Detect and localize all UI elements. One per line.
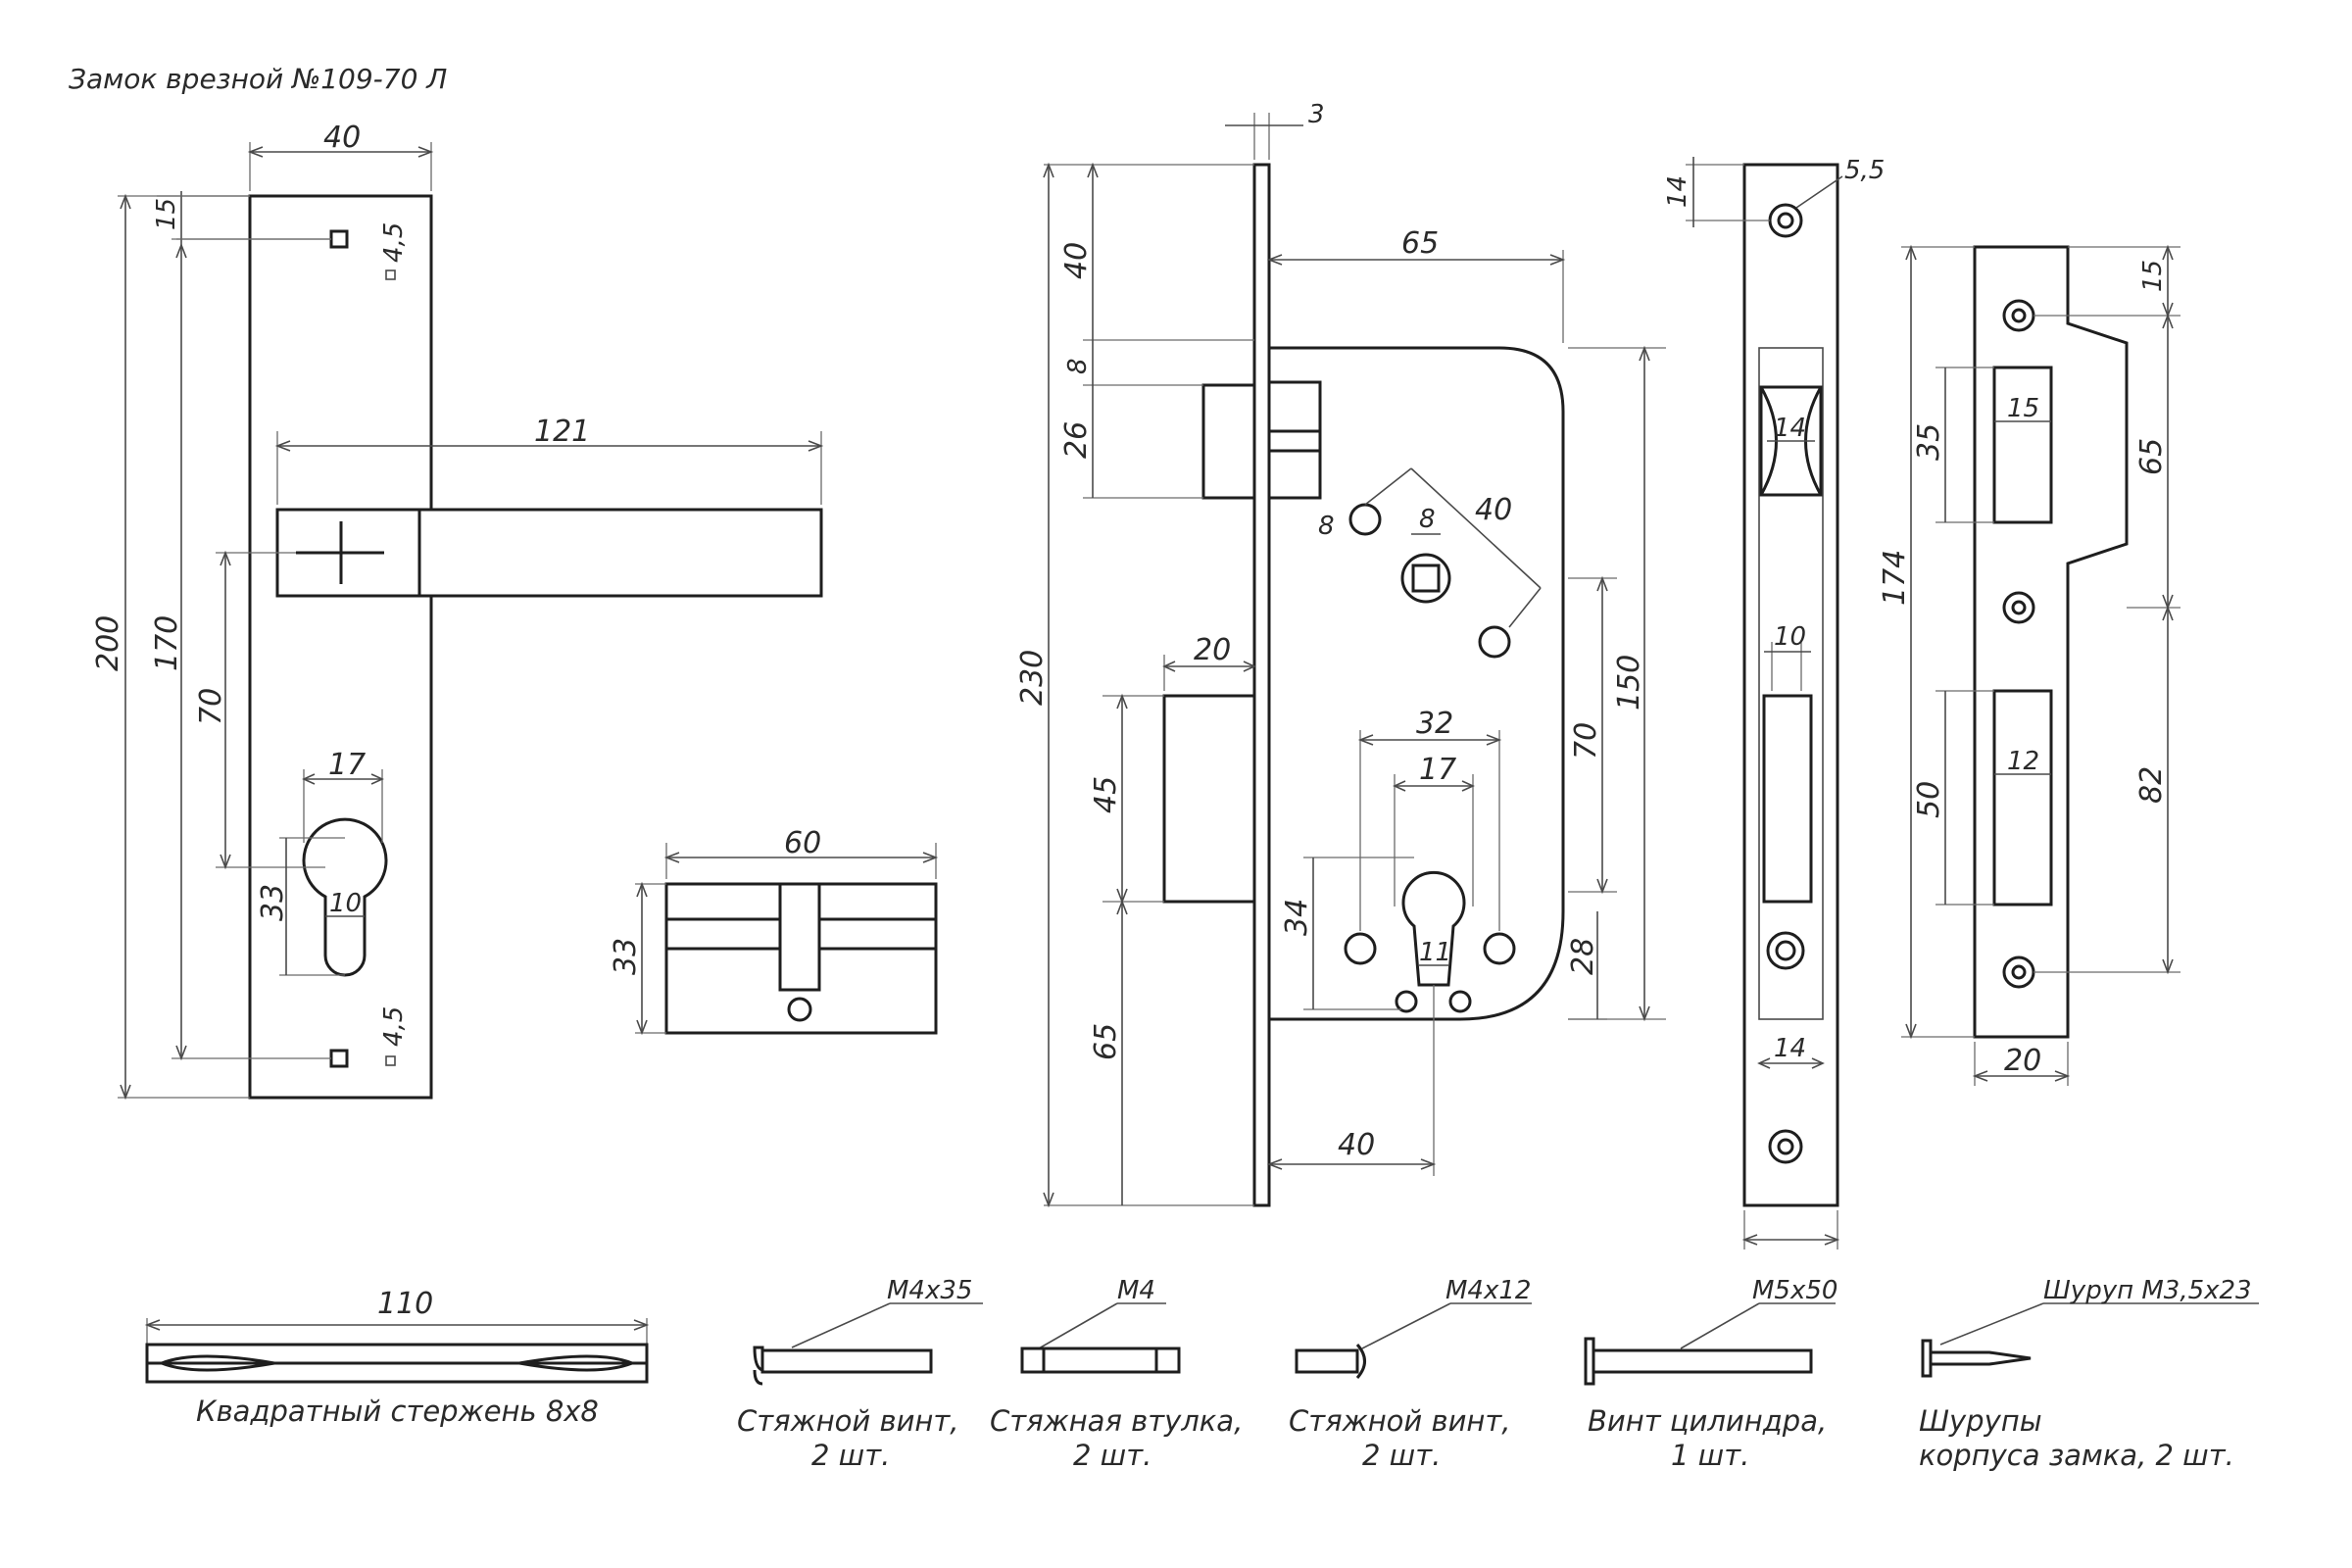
cylinder-bottom-label: 28 — [1566, 938, 1600, 975]
strike-plate — [1973, 245, 2129, 1039]
cylinder-length-label: 60 — [784, 826, 821, 860]
handle-plate-dims: 40 15 4,5 200 170 121 70 — [91, 121, 824, 1101]
faceplate-dims: 14 5,5 14 10 14 — [1663, 156, 1885, 1250]
faceplate-inner-width-label: 14 — [1774, 1034, 1806, 1063]
latch-gap-label: 8 — [1063, 358, 1093, 374]
handle-plate — [248, 194, 823, 1100]
strike-upper-slot-width-label: 15 — [2007, 394, 2039, 423]
accessory-screw-m5x50: М5х50 Винт цилиндра, 1 шт. — [1584, 1276, 1838, 1472]
backset-70-label: 70 — [1569, 722, 1603, 760]
m5x50-size-label: М5х50 — [1752, 1276, 1838, 1305]
keyhole-slot-label: 10 — [329, 889, 362, 918]
m4x12-size-label: М4х12 — [1446, 1276, 1531, 1305]
deadbolt-throw-label: 20 — [1194, 633, 1231, 667]
backset-distance-label: 70 — [194, 688, 228, 725]
square-rod: 110 Квадратный стержень 8х8 — [144, 1287, 650, 1428]
accessory-screw-m4x35: М4х35 Стяжной винт, 2 шт. — [737, 1276, 983, 1472]
m4-size-label: М4 — [1117, 1276, 1155, 1305]
cylinder-backset-label: 40 — [1338, 1128, 1375, 1162]
wood-screw-caption-2: корпуса замка, 2 шт. — [1919, 1439, 2234, 1472]
cylinder-hole-height-label: 34 — [1280, 899, 1314, 936]
deadbolt-height-label: 45 — [1089, 776, 1123, 813]
deadbolt-bottom-offset-label: 65 — [1089, 1023, 1123, 1060]
cylinder-screw-span-label: 32 — [1416, 707, 1453, 741]
cylinder — [664, 882, 938, 1035]
faceplate-thickness-label: 3 — [1308, 100, 1325, 129]
strike-plate-dims: 174 35 15 50 12 15 65 82 20 — [1878, 244, 2180, 1086]
m4x35-size-label: М4х35 — [887, 1276, 972, 1305]
keyhole-width-label: 17 — [328, 748, 366, 782]
accessory-sleeve-m4: М4 Стяжная втулка, 2 шт. — [990, 1276, 1243, 1472]
faceplate-deadbolt-width-label: 10 — [1774, 622, 1806, 652]
strike-lower-slot-width-label: 12 — [2007, 747, 2039, 776]
strike-width-label: 20 — [2004, 1044, 2041, 1078]
keyhole-height-label: 33 — [256, 884, 290, 921]
cylinder-height-label: 33 — [609, 938, 643, 975]
handle-width-label: 40 — [323, 121, 361, 155]
wood-screw-size-label: Шуруп М3,5х23 — [2043, 1276, 2252, 1305]
m4-caption-2: 2 шт. — [1073, 1439, 1152, 1472]
faceplate-screw-offset-label: 14 — [1663, 175, 1692, 208]
strike-height-label: 174 — [1878, 550, 1912, 606]
latch-height-label: 26 — [1059, 421, 1094, 459]
accessory-screw-m4x12: М4х12 Стяжной винт, 2 шт. — [1289, 1276, 1532, 1472]
lever-length-label: 121 — [534, 415, 590, 449]
strike-lower-screw-span-label: 82 — [2134, 766, 2169, 804]
upper-hole-label: 8 — [1318, 512, 1335, 541]
strike-upper-screw-span-label: 65 — [2134, 438, 2169, 475]
faceplate-screw-size-label: 5,5 — [1844, 156, 1885, 185]
lock-body-dims: 3 40 8 26 65 8 8 40 230 20 — [1015, 100, 1666, 1208]
cylinder-slot-label: 11 — [1419, 938, 1451, 967]
drawing-title: Замок врезной №109-70 Л — [69, 63, 447, 95]
cylinder-hole-width-label: 17 — [1419, 753, 1456, 787]
m4x35-caption-2: 2 шт. — [811, 1439, 890, 1472]
faceplate — [1742, 163, 1839, 1207]
spindle-size-label: 8 — [1419, 505, 1436, 534]
rod-length-label: 110 — [377, 1287, 433, 1321]
spindle-hole-span-label: 40 — [1475, 493, 1512, 527]
m4x12-caption-1: Стяжной винт, — [1289, 1404, 1511, 1438]
m5x50-caption-1: Винт цилиндра, — [1588, 1404, 1827, 1438]
handle-screw-size-bottom-label: 4,5 — [379, 1006, 409, 1047]
faceplate-latch-width-label: 14 — [1774, 414, 1806, 443]
cylinder-dims: 60 33 — [609, 826, 939, 1036]
wood-screw-caption-1: Шурупы — [1919, 1404, 2042, 1438]
handle-screw-size-top-label: 4,5 — [379, 222, 409, 263]
case-height-label: 150 — [1612, 655, 1646, 710]
rod-caption: Квадратный стержень 8х8 — [196, 1395, 599, 1428]
m5x50-caption-2: 1 шт. — [1671, 1439, 1749, 1472]
strike-top-screw-offset-label: 15 — [2138, 260, 2168, 292]
accessory-wood-screw: Шуруп М3,5х23 Шурупы корпуса замка, 2 шт… — [1919, 1276, 2259, 1472]
m4x12-caption-2: 2 шт. — [1362, 1439, 1441, 1472]
strike-lower-slot-height-label: 50 — [1912, 781, 1946, 818]
handle-screw-offset-label: 15 — [152, 198, 181, 230]
handle-screw-span-label: 170 — [150, 615, 184, 671]
m4-caption-1: Стяжная втулка, — [990, 1404, 1243, 1438]
faceplate-length-label: 230 — [1015, 650, 1050, 706]
handle-height-label: 200 — [91, 615, 125, 671]
strike-upper-slot-height-label: 35 — [1912, 423, 1946, 461]
case-depth-label: 65 — [1401, 226, 1439, 261]
latch-top-offset-label: 40 — [1059, 242, 1094, 279]
lock-body — [1162, 163, 1565, 1207]
m4x35-caption-1: Стяжной винт, — [737, 1404, 959, 1438]
